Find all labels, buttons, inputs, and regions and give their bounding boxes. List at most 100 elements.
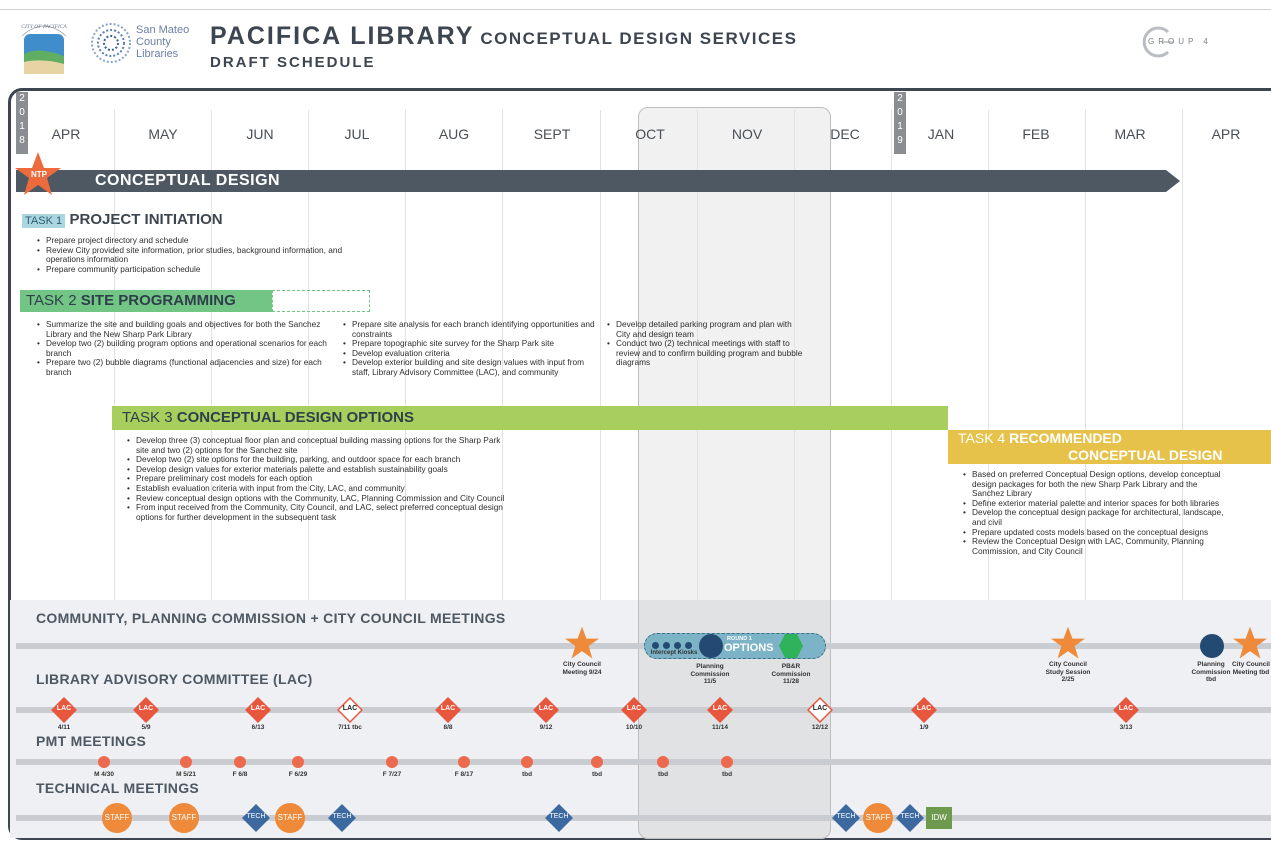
pmt-date-label: F 6/29 [288,771,308,778]
idw-marker: IDW [926,807,952,829]
staff-meeting-marker: STAFF [275,803,305,833]
list-item: Review City provided site information, p… [37,245,346,265]
list-item: Prepare preliminary cost models for each… [127,474,506,484]
pmt-meeting-dot [521,756,533,768]
lac-badge-label: LAC [538,705,554,712]
intercept-dot [674,642,681,649]
tech-diamond-icon [832,804,860,832]
tech-meeting-marker: TECH [896,804,924,832]
list-item: Develop detailed parking program and pla… [607,319,806,339]
lac-badge-label: LAC [812,705,828,712]
task3-bullets: Develop three (3) conceptual floor plan … [126,435,506,522]
lac-date-label: 8/8 [443,724,453,731]
pmt-date-label: F 6/8 [232,771,248,778]
month-label: NOV [731,126,763,142]
pbr-hexagon-icon [779,634,803,658]
conceptual-design-arrowhead [1166,170,1180,192]
city-logo-text: CITY OF PACIFICA [21,24,67,30]
month-label: AUG [438,126,470,142]
technical-track [16,815,1271,821]
lac-badge-label: LAC [138,705,154,712]
lac-date-label: 7/11 tbc [338,724,362,731]
task1-title: PROJECT INITIATION [69,211,223,228]
planning-commission-marker [699,634,723,658]
lac-badge-label: LAC [626,705,642,712]
list-item: Prepare topographic site survey for the … [343,339,602,349]
lac-diamond-icon [910,696,938,724]
lac-diamond-icon [706,696,734,724]
list-item: Review conceptual design options with th… [127,493,506,504]
month-label: APR [51,126,81,142]
lac-diamond-icon [1112,696,1140,724]
list-item: Prepare updated costs models based on th… [963,527,1232,538]
month-label: DEC [830,126,860,142]
lac-meeting-marker: LAC [620,696,648,724]
ntp-label: NTP [31,170,47,179]
month-divider [891,110,892,600]
tech-diamond-icon [545,804,573,832]
month-divider [1182,110,1183,600]
intercept-dot [685,642,692,649]
task4-tag: TASK 4 [958,430,1006,446]
event-caption: Planning Commission 11/5 [690,663,730,685]
tech-label: TECH [836,813,856,820]
lac-meeting-marker: LAC [132,696,160,724]
month-label: JAN [927,126,955,142]
task1-tag: TASK 1 [22,214,66,228]
task2-bullets-col3: Develop detailed parking program and pla… [606,319,806,368]
list-item: Review the Conceptual Design with LAC, C… [963,536,1232,556]
month-label: SEPT [533,126,571,142]
city-council-star-icon [1233,626,1267,659]
pmt-date-label: tbd [721,771,733,778]
list-item: Summarize the site and building goals an… [37,319,332,339]
lac-meeting-marker: LAC [532,696,560,724]
lac-date-label: 1/9 [919,724,929,731]
lac-date-label: 4/11 [57,724,71,731]
lac-diamond-icon [50,696,78,724]
event-caption: Planning Commission tbd [1191,661,1231,683]
month-label: OCT [635,126,665,142]
staff-meeting-marker: STAFF [102,803,132,833]
tech-label: TECH [900,813,920,820]
group4-logo-mark [1142,26,1174,58]
top-rule [0,9,1271,10]
schedule-frame [8,88,1271,840]
task3-title: CONCEPTUAL DESIGN OPTIONS [176,409,414,426]
event-caption: City Council Study Session 2/25 [1045,661,1091,683]
lac-meeting-marker: LAC [434,696,462,724]
lac-badge-label: LAC [342,705,358,712]
task2-bar [20,290,272,312]
list-item: Prepare site analysis for each branch id… [343,319,602,339]
lac-diamond-icon [532,696,560,724]
group4-wordmark: GROUP 4 [1148,37,1212,46]
list-item: From input received from the Community, … [127,502,506,522]
pmt-date-label: F 8/17 [454,771,474,778]
title-main: PACIFICA LIBRARY [210,22,475,50]
lac-meeting-marker: LAC [1112,696,1140,724]
pmt-date-label: F 7/27 [382,771,402,778]
tech-label: TECH [246,813,266,820]
intercept-kiosks-label: Intercept Kiosks [650,650,698,656]
lac-title: LIBRARY ADVISORY COMMITTEE (LAC) [36,671,313,687]
list-item: Define exterior material palette and int… [963,498,1232,509]
conceptual-design-bar [16,170,1166,192]
lac-badge-label: LAC [916,705,932,712]
task2-extension-dashed [272,290,370,312]
pmt-meeting-dot [721,756,733,768]
lac-date-label: 10/10 [625,724,643,731]
pmt-date-label: tbd [591,771,603,778]
page-subtitle: DRAFT SCHEDULE [210,54,376,71]
intercept-dot [652,642,659,649]
month-label: MAR [1114,126,1146,142]
lac-badge-label: LAC [250,705,266,712]
tech-label: TECH [549,813,569,820]
lac-diamond-icon [434,696,462,724]
pmt-meeting-dot [234,756,246,768]
tech-diamond-icon [328,804,356,832]
ntp-star-icon [15,152,61,195]
task3-tag: TASK 3 [122,409,173,426]
list-item: Develop three (3) conceptual floor plan … [127,435,506,455]
event-caption: City Council Meeting 9/24 [562,661,602,676]
